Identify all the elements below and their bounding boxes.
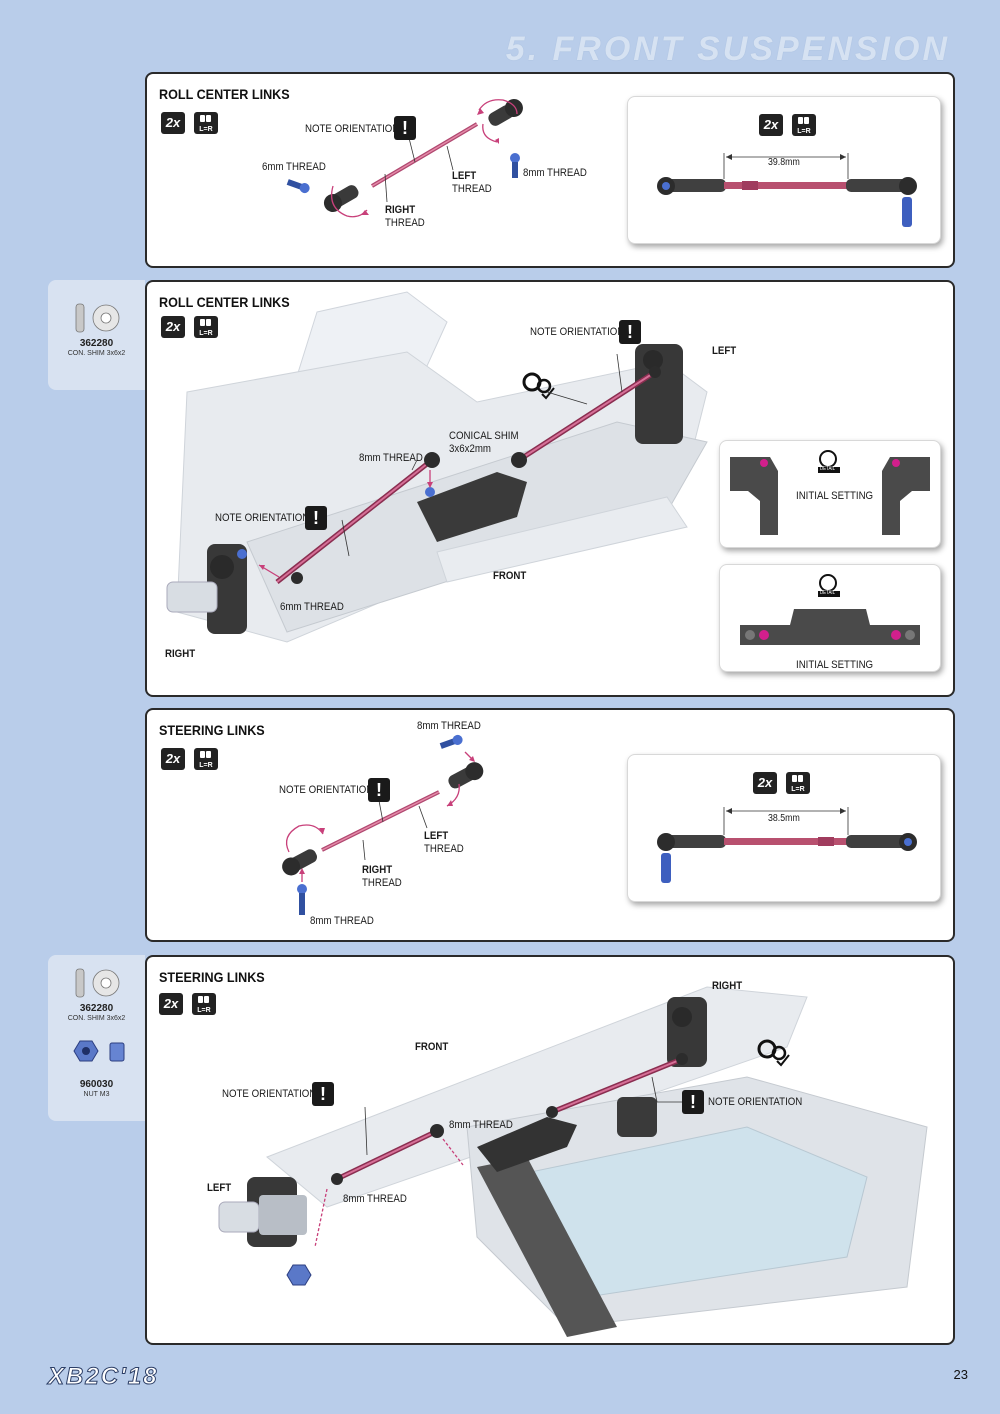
steering-link-length-inset: 2x L=R 38.5mm [627,754,941,902]
warning-icon: ! [619,320,641,344]
panel-title: STEERING LINKS [159,722,265,738]
note-orientation-label-left: NOTE ORIENTATION [215,512,310,524]
panel-roll-center-links-install: ROLL CENTER LINKS 2x L=R [145,280,955,697]
page-number: 23 [953,1367,968,1382]
left-right-same-icon: L=R [194,112,218,134]
note-orientation-label-right: NOTE ORIENTATION [708,1096,803,1108]
thread-8mm-label-bottom: 8mm THREAD [310,915,374,927]
mount-detail-inset: DETAIL INITIAL SETTING [719,564,941,672]
thread-8mm-label-top: 8mm THREAD [417,720,481,732]
product-logo: XB2C'18 [47,1363,159,1391]
warning-icon: ! [305,506,327,530]
front-label: FRONT [415,1041,449,1053]
quantity-badge: 2x [753,772,777,794]
thread-8mm-label: 8mm THREAD [359,452,423,464]
warning-icon: ! [682,1090,704,1114]
panel-title: STEERING LINKS [159,969,265,985]
note-orientation-label: NOTE ORIENTATION [279,784,374,796]
right-side-label: RIGHT [712,980,743,992]
part-number: 362280 [79,1003,114,1014]
thread-8mm-label-2: 8mm THREAD [343,1193,407,1205]
left-right-same-icon: L=R [192,993,216,1015]
left-side-label: LEFT [712,345,737,357]
left-right-same-icon: L=R [194,316,218,338]
thread-6mm-label: 6mm THREAD [262,161,326,173]
initial-setting-label: INITIAL SETTING [796,490,874,502]
warning-icon: ! [394,116,416,140]
link-length-dimension: 38.5mm [768,813,800,824]
parts-tab-2: 362280 CON. SHIM 3x6x2 960030 NUT M3 [48,955,145,1121]
left-right-same-icon: L=R [792,114,816,136]
panel-steering-links-install: STEERING LINKS 2x L=R [145,955,955,1345]
thread-8mm-label: 8mm THREAD [523,167,587,179]
note-orientation-label-top: NOTE ORIENTATION [530,326,625,338]
part-number: 960030 [79,1079,114,1090]
quantity-badge: 2x [759,114,783,136]
part-name: CON. SHIM 3x6x2 [67,1015,126,1022]
part-number: 362280 [79,338,114,349]
panel-roll-center-links-parts: ROLL CENTER LINKS 2x L=R [145,72,955,268]
note-orientation-label: NOTE ORIENTATION [305,123,400,135]
roll-center-link-length-inset: 2x L=R 39.8mm [627,96,941,244]
nut-icon [73,1040,125,1062]
panel-steering-links-parts: STEERING LINKS 2x L=R [145,708,955,942]
detail-label: DETAIL [820,590,836,596]
parts-tab-1: 362280 CON. SHIM 3x6x2 [48,280,145,390]
note-orientation-label-left: NOTE ORIENTATION [222,1088,317,1100]
panel-title: ROLL CENTER LINKS [159,294,290,310]
chassis-roll-center-drawing [166,291,708,643]
assembled-link-drawing [657,153,917,227]
quantity-badge: 2x [161,748,185,770]
warning-icon: ! [368,778,390,802]
con-shim-icon [75,303,120,333]
con-shim-icon [75,968,120,998]
initial-setting-label: INITIAL SETTING [796,659,874,671]
warning-icon: ! [312,1082,334,1106]
hub-carrier-detail-drawing [730,450,930,535]
left-right-same-icon: L=R [786,772,810,794]
roll-center-link-exploded-drawing [286,99,523,218]
steering-link-exploded-drawing [282,734,484,915]
thread-8mm-label-1: 8mm THREAD [449,1119,513,1131]
assembled-link-drawing [657,807,917,883]
mount-detail-drawing [740,574,920,645]
detail-label: DETAIL [820,466,836,472]
chassis-steering-drawing [218,986,928,1337]
quantity-badge: 2x [161,316,185,338]
section-title: 5. FRONT SUSPENSION [505,30,950,68]
panel-title: ROLL CENTER LINKS [159,86,290,102]
left-side-label: LEFT [207,1182,232,1194]
left-right-same-icon: L=R [194,748,218,770]
quantity-badge: 2x [159,993,183,1015]
link-length-dimension: 39.8mm [768,157,800,168]
thread-6mm-label: 6mm THREAD [280,601,344,613]
right-side-label: RIGHT [165,648,196,660]
part-name: NUT M3 [83,1091,110,1098]
hub-carrier-detail-inset: DETAIL INITIAL SETTING [719,440,941,548]
part-name: CON. SHIM 3x6x2 [67,350,126,357]
quantity-badge: 2x [161,112,185,134]
front-label: FRONT [493,570,527,582]
